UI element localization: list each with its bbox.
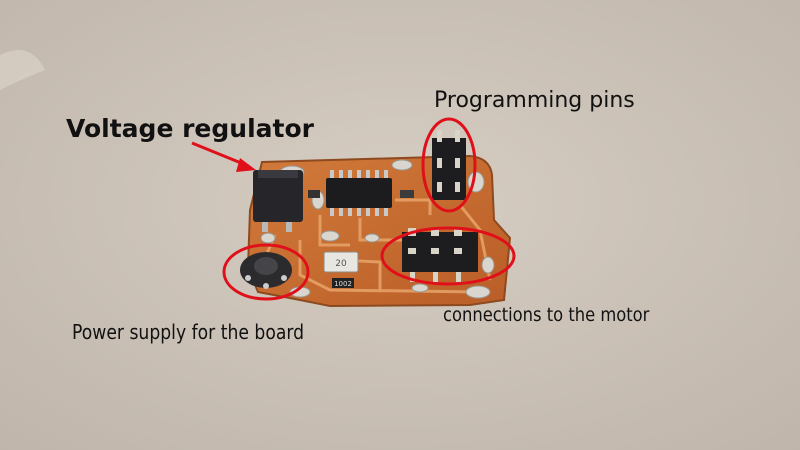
motor-header (402, 228, 478, 282)
power-jack (240, 252, 292, 289)
surface-scratch (0, 50, 45, 90)
power-supply-label: Power supply for the board (72, 320, 305, 344)
voltage-regulator-chip (253, 170, 303, 232)
power-supply-circle (222, 243, 310, 301)
solder-joints (260, 159, 495, 299)
smd-component (308, 190, 320, 198)
voltage-regulator-label: Voltage regulator (66, 114, 314, 143)
programming-header (432, 130, 466, 200)
annotation-markers (222, 117, 516, 301)
programming-pins-label: Programming pins (434, 88, 635, 113)
capacitor-marking: 20 (335, 259, 347, 269)
resistor-chip: 1002 (332, 278, 354, 288)
motor-connections-circle (380, 226, 516, 286)
voltage-regulator-arrow (191, 141, 256, 172)
microcontroller-chip (326, 170, 392, 216)
resistor-marking: 1002 (334, 280, 352, 288)
smd-component (400, 190, 414, 198)
motor-connections-label: connections to the motor (443, 304, 650, 326)
programming-pins-circle (421, 117, 477, 213)
capacitor-chip: 20 (323, 251, 359, 273)
